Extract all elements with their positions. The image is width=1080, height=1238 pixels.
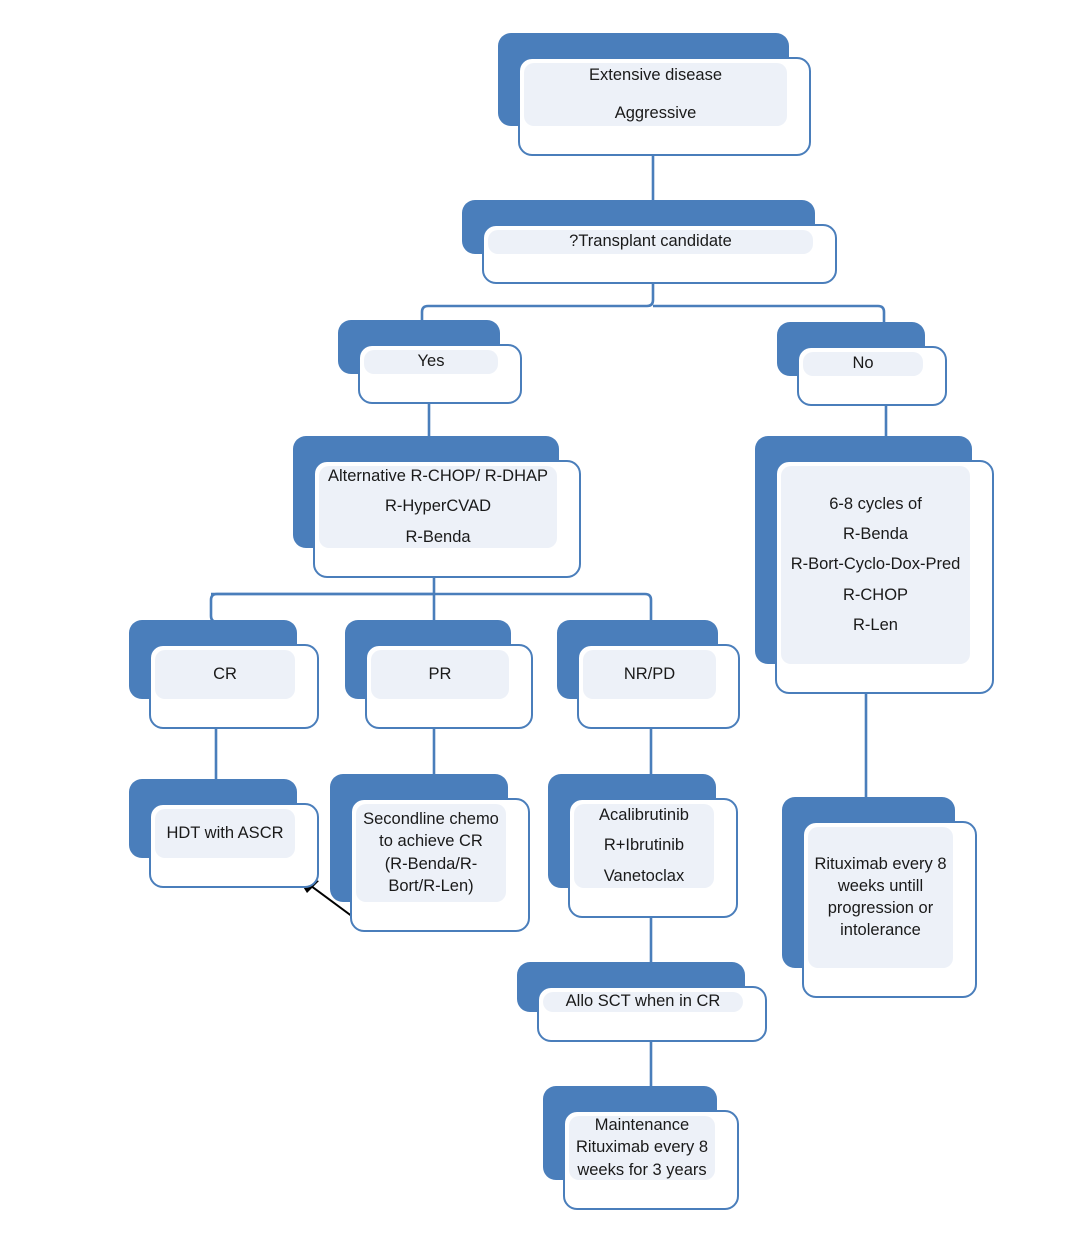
node-content: PR — [371, 650, 509, 699]
node-secondline-chemo[interactable]: Secondline chemo to achieve CR (R-Benda/… — [330, 774, 530, 932]
node-content: Secondline chemo to achieve CR (R-Benda/… — [356, 804, 506, 902]
node-transplant-regimens[interactable]: Alternative R-CHOP/ R-DHAP R-HyperCVAD R… — [293, 436, 581, 578]
node-frame: No — [797, 346, 947, 406]
node-frame: Allo SCT when in CR — [537, 986, 767, 1042]
node-transplant-candidate-question[interactable]: ?Transplant candidate — [462, 200, 837, 284]
node-content: Extensive disease Aggressive — [524, 63, 787, 126]
node-frame: HDT with ASCR — [149, 803, 319, 888]
node-text-line: (R-Benda/R- — [384, 854, 478, 873]
node-extensive-disease-aggressive[interactable]: Extensive disease Aggressive — [498, 33, 811, 156]
node-text-line: R-CHOP — [842, 585, 909, 604]
node-text-line: Allo SCT when in CR — [565, 992, 721, 1011]
node-frame: Secondline chemo to achieve CR (R-Benda/… — [350, 798, 530, 932]
node-text-line: weeks untill — [837, 876, 924, 895]
node-frame: 6-8 cycles of R-Benda R-Bort-Cyclo-Dox-P… — [775, 460, 994, 694]
node-content: Allo SCT when in CR — [543, 992, 743, 1012]
node-text-line: 6-8 cycles of — [829, 495, 922, 514]
node-text-line: No — [852, 354, 874, 373]
node-frame: Yes — [358, 344, 522, 404]
node-text-line: Extensive disease — [589, 66, 722, 85]
node-cr[interactable]: CR — [129, 620, 319, 729]
node-text-line: weeks for 3 years — [577, 1160, 707, 1179]
node-pr[interactable]: PR — [345, 620, 533, 729]
node-text-line: HDT with ASCR — [166, 823, 284, 842]
node-text-line: NR/PD — [623, 664, 676, 683]
node-frame: Alternative R-CHOP/ R-DHAP R-HyperCVAD R… — [313, 460, 581, 578]
node-text-line: Alternative R-CHOP/ R-DHAP — [327, 467, 549, 486]
node-text-line: R-Benda — [842, 525, 909, 544]
connector-regimens-split-bar — [209, 592, 653, 624]
node-text-line: R-Benda — [405, 527, 471, 546]
node-maintenance-rituximab[interactable]: Maintenance Rituximab every 8 weeks for … — [543, 1086, 739, 1210]
node-frame: Rituximab every 8 weeks untill progressi… — [802, 821, 977, 998]
node-content: NR/PD — [583, 650, 716, 699]
node-text-line: progression or — [827, 899, 934, 917]
node-targeted-agents[interactable]: Acalibrutinib R+Ibrutinib Vanetoclax — [548, 774, 738, 918]
node-text-line: Secondline chemo — [363, 810, 499, 829]
node-yes[interactable]: Yes — [338, 320, 522, 404]
node-frame: Maintenance Rituximab every 8 weeks for … — [563, 1110, 739, 1210]
node-text-line: PR — [428, 664, 452, 683]
node-content: HDT with ASCR — [155, 809, 295, 858]
node-content: Alternative R-CHOP/ R-DHAP R-HyperCVAD R… — [319, 466, 557, 548]
node-nr-pd[interactable]: NR/PD — [557, 620, 740, 729]
node-frame: PR — [365, 644, 533, 729]
node-content: ?Transplant candidate — [488, 230, 813, 254]
node-text-line: R+Ibrutinib — [603, 836, 685, 855]
node-content: Rituximab every 8 weeks untill progressi… — [808, 827, 953, 968]
node-frame: NR/PD — [577, 644, 740, 729]
node-text-line: R-Bort-Cyclo-Dox-Pred — [790, 555, 961, 574]
node-frame: Extensive disease Aggressive — [518, 57, 811, 156]
node-non-transplant-regimens[interactable]: 6-8 cycles of R-Benda R-Bort-Cyclo-Dox-P… — [755, 436, 994, 694]
node-text-line: Rituximab every 8 — [575, 1138, 709, 1157]
node-text-line: Bort/R-Len) — [388, 876, 474, 895]
node-frame: CR — [149, 644, 319, 729]
node-frame: ?Transplant candidate — [482, 224, 837, 284]
node-text-line: CR — [213, 664, 237, 683]
node-text-line: Vanetoclax — [603, 866, 685, 885]
node-text-line: ?Transplant candidate — [569, 232, 732, 251]
node-rituximab-until-progression[interactable]: Rituximab every 8 weeks untill progressi… — [782, 797, 977, 998]
node-text-line: Rituximab every 8 — [814, 854, 947, 873]
node-text-line: to achieve CR — [379, 832, 483, 851]
node-allo-sct[interactable]: Allo SCT when in CR — [517, 962, 767, 1042]
node-no[interactable]: No — [777, 322, 947, 406]
node-content: Maintenance Rituximab every 8 weeks for … — [569, 1116, 715, 1180]
node-text-line: intolerance — [840, 921, 921, 940]
node-text-line: R-HyperCVAD — [384, 497, 492, 516]
node-hdt-with-ascr[interactable]: HDT with ASCR — [129, 779, 319, 888]
node-content: CR — [155, 650, 295, 699]
node-content: 6-8 cycles of R-Benda R-Bort-Cyclo-Dox-P… — [781, 466, 970, 664]
node-text-line: Aggressive — [614, 103, 697, 122]
node-content: Yes — [364, 350, 498, 374]
node-text-line: R-Len — [853, 615, 898, 634]
node-frame: Acalibrutinib R+Ibrutinib Vanetoclax — [568, 798, 738, 918]
node-content: Acalibrutinib R+Ibrutinib Vanetoclax — [574, 804, 714, 888]
node-text-line: Yes — [417, 352, 445, 371]
node-text-line: Maintenance — [594, 1116, 690, 1135]
node-content: No — [803, 352, 923, 376]
node-text-line: Acalibrutinib — [599, 806, 689, 825]
